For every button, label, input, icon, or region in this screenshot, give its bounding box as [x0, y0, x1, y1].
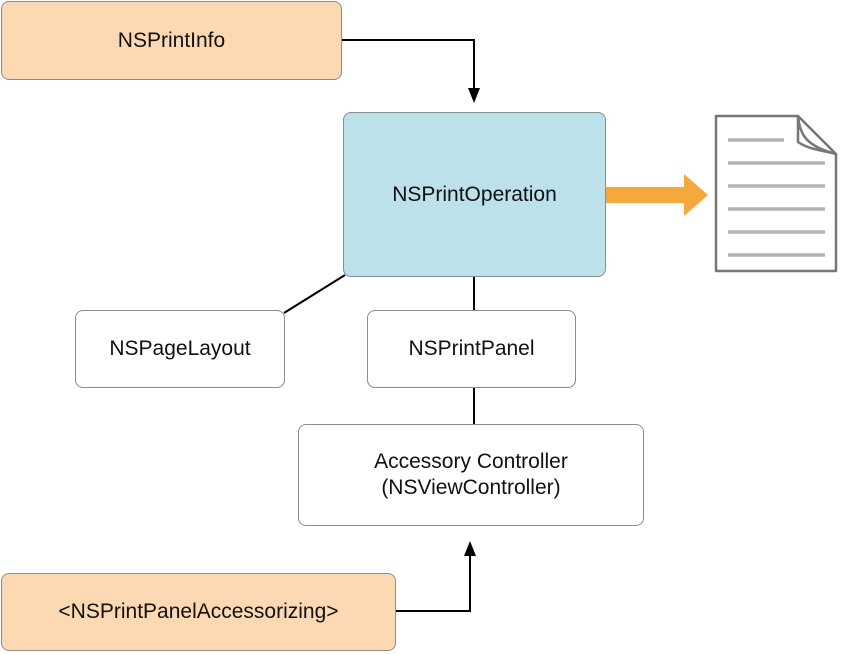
document-icon — [714, 114, 838, 273]
accessory-controller-class-label: (NSViewController) — [381, 476, 561, 499]
nsprintoperation-box: NSPrintOperation — [343, 112, 606, 277]
nsprintpanelaccessorizing-box: <NSPrintPanelAccessorizing> — [1, 573, 396, 651]
nsprintinfo-label: NSPrintInfo — [117, 28, 226, 52]
accessory-controller-label: Accessory Controller — [374, 450, 568, 473]
printoperation-to-pagelayout-connector — [283, 274, 346, 314]
nspagelayout-box: NSPageLayout — [75, 310, 285, 388]
nsprintinfo-box: NSPrintInfo — [1, 1, 342, 80]
accessorizing-arrowhead — [464, 541, 476, 556]
accessorizing-to-accessory-connector — [396, 556, 471, 612]
nsprintpanel-box: NSPrintPanel — [367, 310, 576, 388]
printinfo-arrowhead — [468, 88, 480, 103]
nsprintpanel-label: NSPrintPanel — [408, 337, 535, 360]
printinfo-to-printoperation-connector — [342, 39, 475, 88]
nspagelayout-label: NSPageLayout — [109, 337, 251, 360]
nsprintpanelaccessorizing-label: <NSPrintPanelAccessorizing> — [58, 600, 339, 623]
right-arrow-icon — [606, 174, 708, 216]
accessory-controller-box: Accessory Controller (NSViewController) — [298, 424, 644, 526]
nsprintoperation-label: NSPrintOperation — [392, 182, 557, 206]
